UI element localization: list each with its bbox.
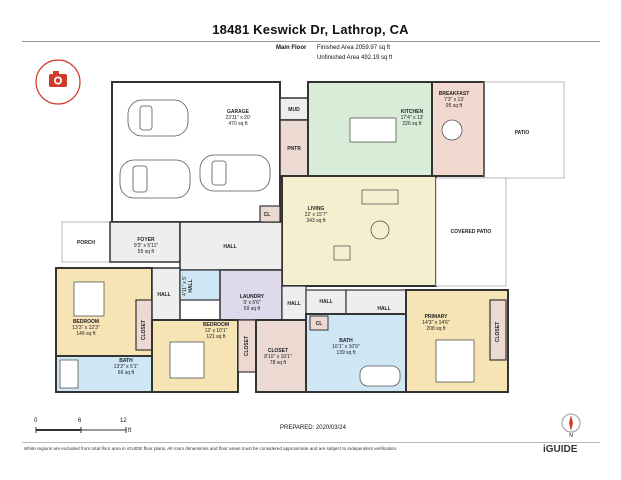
hall-mid-name: HALL: [287, 301, 300, 307]
hall-right-name: HALL: [319, 299, 332, 305]
scale-bar: [35, 427, 127, 433]
bath-main-dims: 16'1" x 10'9": [332, 344, 360, 350]
hall-small-dims: 4'11" x 5': [182, 276, 188, 296]
closet-right-name: CLOSET: [495, 322, 501, 342]
kitchen-island: [349, 117, 397, 143]
iguide-logo: iGUIDE: [543, 444, 578, 455]
compass-icon: N: [561, 413, 581, 438]
compass-label: N: [569, 433, 573, 438]
living-area: 343 sq ft: [306, 218, 326, 224]
bath-left-area: 66 sq ft: [118, 370, 135, 376]
tub-icon: [59, 359, 79, 389]
laundry-area: 59 sq ft: [244, 306, 261, 312]
disclaimer: White regions are excluded from total fl…: [24, 446, 398, 451]
cl-top-name: CL: [264, 212, 271, 218]
bedroom-2-area: 121 sq ft: [206, 334, 226, 340]
hall-top-name: HALL: [223, 244, 236, 250]
garage-room: [111, 81, 281, 223]
garage-name: GARAGE: [227, 109, 250, 115]
closet-walkin-room: [255, 319, 307, 393]
bath-left-dims: 13'2" x 5'1": [114, 364, 139, 370]
coffee-table-icon: [370, 220, 390, 240]
hall-small-name: HALL: [188, 279, 194, 292]
laundry-name: LAUNDRY: [240, 294, 265, 300]
closet-walkin-dims: 8'10" x 10'1": [264, 354, 292, 360]
laundry-room: [219, 269, 283, 321]
bed-icon-3: [435, 339, 475, 383]
bedroom-2-name: BEDROOM: [203, 322, 229, 328]
closet-left-name: CLOSET: [141, 320, 147, 340]
bedroom-1-dims: 13'3" x 12'3": [72, 325, 100, 331]
breakfast-area: 95 sq ft: [446, 103, 463, 109]
bedroom-1-name: BEDROOM: [73, 319, 99, 325]
foyer-dims: 9'3" x 5'11": [134, 243, 158, 249]
mud-name: MUD: [288, 107, 300, 113]
covered-patio-area: [435, 177, 507, 287]
garage-area: 470 sq ft: [228, 121, 248, 127]
covered-patio-name: COVERED PATIO: [451, 229, 492, 235]
prepared-date: PREPARED: 2020/03/24: [280, 425, 346, 431]
kitchen-area: 226 sq ft: [402, 121, 422, 127]
foyer-name: FOYER: [137, 237, 155, 243]
patio-name: PATIO: [515, 130, 530, 136]
car-icon: [119, 99, 271, 199]
breakfast-dims: 7'3" x 13': [444, 97, 464, 103]
bedroom-1-area: 146 sq ft: [76, 331, 96, 337]
closet-bath-room: [309, 315, 329, 331]
unfinished-area: Unfinished Area 492.19 sq ft: [317, 55, 393, 61]
hall-left-name: HALL: [157, 292, 170, 298]
primary-name: PRIMARY: [425, 314, 449, 320]
scale-tick-12: 12: [120, 418, 127, 424]
finished-area: Finished Area 2059.97 sq ft: [317, 45, 391, 51]
todosfotos-logo: [35, 59, 81, 105]
plan-title: 18481 Keswick Dr, Lathrop, CA: [212, 22, 409, 37]
footer-divider: [22, 442, 600, 443]
cl-bath-name: CL: [316, 321, 323, 327]
hall-right2-name: HALL: [377, 306, 390, 312]
scale-tick-6: 6: [78, 418, 82, 424]
title-divider: [22, 41, 600, 42]
bath-main-name: BATH: [339, 338, 353, 344]
laundry-dims: 9' x 6'6": [243, 300, 261, 306]
closet-walkin-name: CLOSET: [268, 348, 288, 354]
sofa-icon: [361, 189, 399, 205]
pntr-name: PNTR: [287, 146, 301, 152]
bathtub-icon: [359, 365, 401, 387]
bedroom-2-dims: 12' x 10'1": [205, 328, 228, 334]
kitchen-dims: 17'4" x 13': [401, 115, 424, 121]
closet-walkin-area: 78 sq ft: [270, 360, 287, 366]
living-dims: 22' x 15'7": [305, 212, 328, 218]
kitchen-name: KITCHEN: [401, 109, 424, 115]
breakfast-name: BREAKFAST: [439, 91, 470, 97]
scale-tick-0: 0: [34, 418, 38, 424]
primary-area: 208 sq ft: [426, 326, 446, 332]
scale-unit: ft: [128, 428, 132, 434]
closet-right-room: [489, 299, 507, 361]
closet-top-room: [259, 205, 281, 223]
bed-icon: [73, 281, 105, 317]
bed-icon-2: [169, 341, 205, 379]
foyer-area: 55 sq ft: [138, 249, 155, 255]
living-name: LIVING: [308, 206, 325, 212]
foyer-room: [109, 221, 181, 263]
table-icon: [441, 119, 463, 141]
garage-dims: 23'11" x 20': [225, 115, 250, 121]
porch-name: PORCH: [77, 240, 95, 246]
armchair-icon: [333, 245, 351, 261]
living-room: [281, 175, 437, 287]
patio-area: [483, 81, 565, 179]
floor-label: Main Floor: [276, 45, 307, 51]
closet-mid-name: CLOSET: [244, 336, 250, 356]
primary-dims: 14'3" x 14'6": [422, 320, 450, 326]
bath-left-name: BATH: [119, 358, 133, 364]
bath-main-area: 139 sq ft: [336, 350, 356, 356]
